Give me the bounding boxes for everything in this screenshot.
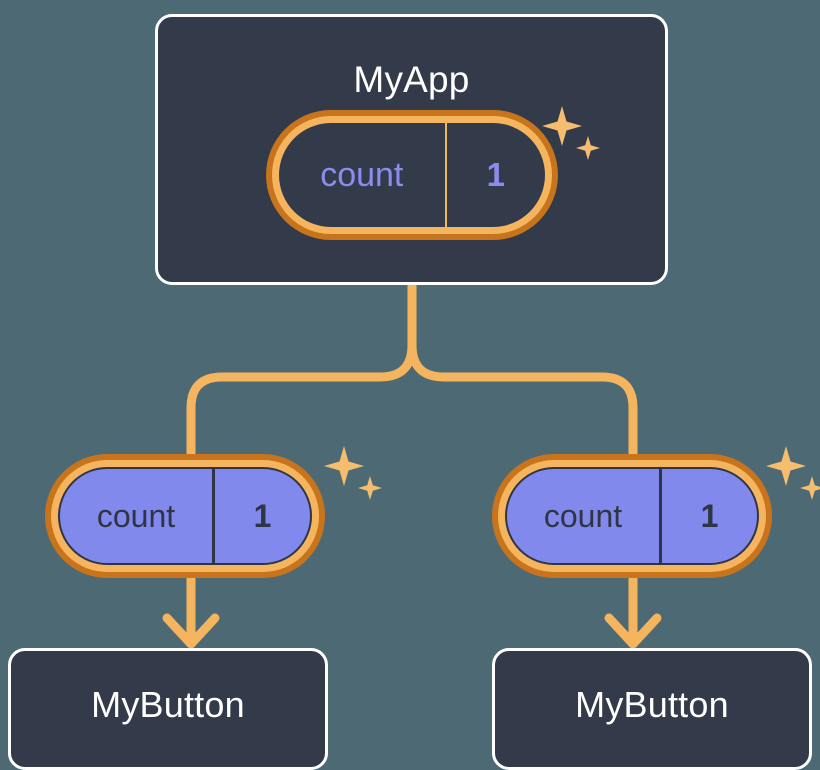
arrowhead-right bbox=[604, 591, 662, 649]
page-title: MyApp bbox=[353, 59, 470, 100]
node-card-label: MyButton bbox=[575, 684, 729, 725]
node-card-mybutton-left[interactable]: MyButton bbox=[8, 648, 328, 770]
state-value-label: 1 bbox=[253, 497, 272, 534]
sparkle-icon bbox=[324, 446, 382, 500]
state-key-label: count bbox=[60, 469, 215, 563]
state-key-label: count bbox=[279, 123, 447, 227]
node-card-mybutton-right[interactable]: MyButton bbox=[492, 648, 812, 770]
sparkle-icon bbox=[766, 446, 820, 500]
state-pill-child-left[interactable]: count 1 bbox=[45, 454, 325, 578]
state-pill-body: count 1 bbox=[505, 467, 759, 565]
state-pill-root[interactable]: count 1 bbox=[266, 110, 558, 240]
arrowhead-left bbox=[162, 591, 220, 649]
state-value-label: 1 bbox=[700, 497, 719, 534]
state-pill-ring: count 1 bbox=[272, 116, 552, 234]
state-pill-ring: count 1 bbox=[498, 460, 766, 572]
state-pill-body: count 1 bbox=[58, 467, 312, 565]
state-pill-body: count 1 bbox=[279, 123, 545, 227]
state-key-label: count bbox=[507, 469, 662, 563]
state-pill-ring: count 1 bbox=[51, 460, 319, 572]
node-card-label: MyButton bbox=[91, 684, 245, 725]
state-value-label: 1 bbox=[486, 156, 505, 193]
state-pill-child-right[interactable]: count 1 bbox=[492, 454, 772, 578]
